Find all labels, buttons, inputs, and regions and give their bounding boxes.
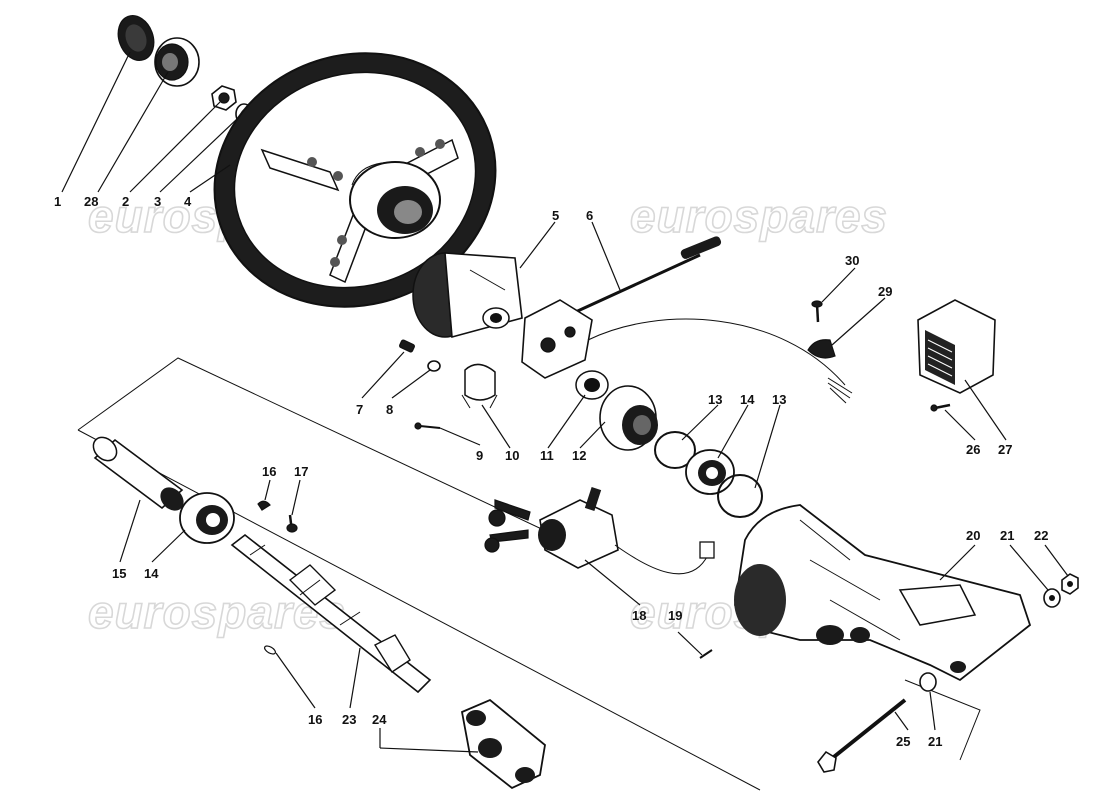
horn-contact — [154, 37, 200, 87]
callout-9: 9 — [476, 448, 483, 463]
horn-cap — [117, 15, 155, 61]
callout-15: 15 — [112, 566, 126, 581]
callout-14b: 14 — [144, 566, 159, 581]
callout-10: 10 — [505, 448, 519, 463]
callout-27: 27 — [998, 442, 1012, 457]
callout-labels: 1 28 2 3 4 5 6 30 29 7 8 9 10 11 12 13 1… — [54, 194, 1048, 749]
key-16a — [257, 500, 271, 511]
long-bolt — [817, 698, 907, 773]
bolt-7 — [399, 339, 415, 353]
washer-21a — [1043, 588, 1061, 608]
callout-12: 12 — [572, 448, 586, 463]
watermark-top-right: eurospares — [630, 190, 888, 242]
circlip-13b — [717, 474, 763, 518]
callout-1: 1 — [54, 194, 61, 209]
callout-18: 18 — [632, 608, 646, 623]
column-shroud — [412, 252, 523, 339]
ignition-switch — [538, 486, 715, 575]
callout-26: 26 — [966, 442, 980, 457]
column-bush — [599, 385, 658, 451]
callout-29: 29 — [878, 284, 892, 299]
callout-22: 22 — [1034, 528, 1048, 543]
screw-19 — [699, 649, 713, 659]
steering-shaft — [230, 533, 432, 694]
callout-8: 8 — [386, 402, 393, 417]
column-housing — [734, 504, 1032, 682]
indicator-switch — [521, 236, 853, 404]
key-16b — [263, 645, 277, 655]
leader-lines — [61, 51, 1069, 753]
callout-20: 20 — [966, 528, 980, 543]
callout-25: 25 — [896, 734, 910, 749]
small-screw-30 — [811, 300, 823, 323]
ignition-keys — [484, 499, 531, 553]
callout-19: 19 — [668, 608, 682, 623]
universal-joint — [460, 698, 546, 790]
callout-4: 4 — [184, 194, 192, 209]
steering-wheel — [213, 52, 497, 308]
circlip-13a — [654, 431, 696, 469]
upper-bearing — [685, 449, 735, 495]
callout-17: 17 — [294, 464, 308, 479]
callout-13b: 13 — [772, 392, 786, 407]
screw-17 — [286, 514, 298, 533]
relay-box — [917, 299, 996, 394]
callout-5: 5 — [552, 208, 559, 223]
callout-13a: 13 — [708, 392, 722, 407]
callout-11: 11 — [540, 448, 554, 463]
callout-21a: 21 — [1000, 528, 1014, 543]
callout-16a: 16 — [262, 464, 276, 479]
washer-21b — [919, 672, 937, 692]
bush-ring — [575, 370, 609, 400]
callout-2: 2 — [122, 194, 129, 209]
callout-3: 3 — [154, 194, 161, 209]
cable-clip — [807, 339, 836, 359]
callout-16b: 16 — [308, 712, 322, 727]
column-bracket — [461, 363, 498, 409]
callout-28: 28 — [84, 194, 98, 209]
callout-30: 30 — [845, 253, 859, 268]
callout-23: 23 — [342, 712, 356, 727]
callout-21b: 21 — [928, 734, 942, 749]
screw-9 — [414, 422, 441, 430]
relay-screw — [930, 403, 951, 412]
nut-22 — [1061, 573, 1079, 595]
washer-8 — [427, 360, 441, 372]
column-tube — [92, 436, 184, 511]
callout-6: 6 — [586, 208, 593, 223]
callout-14a: 14 — [740, 392, 755, 407]
callout-24: 24 — [372, 712, 387, 727]
lower-bearing — [179, 492, 235, 544]
callout-7: 7 — [356, 402, 363, 417]
